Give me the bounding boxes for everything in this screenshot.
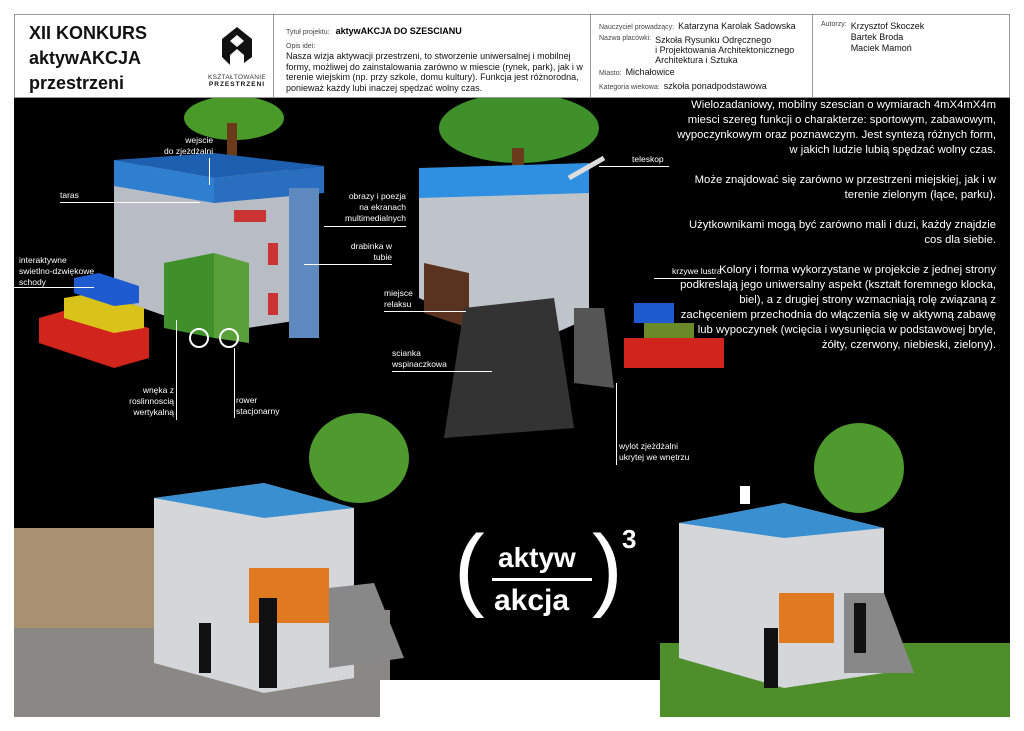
authors-label: Autorzy: [821,21,847,28]
person-silhouette [259,598,277,688]
city: Michałowice [625,67,675,77]
description-paragraph: Kolory i forma wykorzystane w projekcie … [680,264,996,351]
author: Krzysztof Skoczek [850,21,925,31]
logo-exponent: 3 [622,524,637,554]
teacher: Katarzyna Karolak Sadowska [678,21,796,31]
project-title: aktywAKCJA DO SZESCIANU [335,26,462,36]
contest-line: XII KONKURS [29,23,148,43]
contest-line: przestrzeni [29,73,125,93]
bike-icon [189,328,209,348]
logo-text: PRZESTRZENI [208,81,266,88]
school-label: Nazwa placówki: [599,35,652,42]
project-block: Tytuł projektu: aktywAKCJA DO SZESCIANU O… [274,15,591,97]
school-line: i Projektowania Architektonicznego [655,45,795,55]
description-paragraph: Może znajdować się zarówno w przestrzeni… [694,174,996,201]
person-silhouette [764,628,778,688]
header: XII KONKURS aktywAKCJA przestrzeni KSZTA… [14,14,1010,98]
contest-title-block: XII KONKURS aktywAKCJA przestrzeni KSZTA… [15,15,274,97]
label-telescope: teleskop [632,154,664,164]
school-line: Architektura i Sztuka [655,55,738,65]
school-line: Szkoła Rysunku Odręcznego [655,35,772,45]
logo-top: aktyw [498,542,576,573]
logo-bottom: akcja [494,584,570,617]
idea-text: Nasza wizja aktywacji przestrzeni, to st… [286,51,583,93]
description-paragraph: Wielozadaniowy, mobilny szescian o wymia… [677,99,996,156]
cube-city [154,413,409,693]
cube-front-view [39,98,324,368]
tree-icon [184,98,284,140]
label-terrace: taras [60,190,79,200]
ksztaltowanie-logo: KSZTAŁTOWANIE PRZESTRZENI [207,25,267,88]
city-label: Miasto: [599,70,622,77]
cube-park [679,423,914,688]
description-paragraph: Użytkownikami mogą być zarówno mali i du… [688,219,996,246]
label-mirrors: krzywe lustra [672,266,722,276]
author: Bartek Broda [850,32,904,42]
aktyw-akcja-logo: ( aktyw akcja ) 3 [454,517,637,619]
contest-line: aktywAKCJA [29,48,142,68]
project-description: Wielozadaniowy, mobilny szescian o wymia… [676,98,996,368]
logo-text: KSZTAŁTOWANIE [208,74,266,81]
illustrations [14,98,1010,717]
author: Maciek Mamoń [850,43,912,53]
school-block: Nauczyciel prowadzący:Katarzyna Karolak … [591,15,813,97]
project-title-label: Tytuł projektu: [286,29,330,36]
cube-logo-icon [222,27,252,65]
age-label: Kategoria wiekowa: [599,84,660,91]
idea-label: Opis idei: [286,43,316,50]
teacher-label: Nauczyciel prowadzący: [599,24,675,31]
tree-icon [439,98,599,163]
contest-title: XII KONKURS aktywAKCJA przestrzeni [29,21,147,96]
cube-back-view [419,98,724,438]
telescope-icon [567,155,606,181]
age-category: szkoła ponadpodstawowa [663,81,767,91]
